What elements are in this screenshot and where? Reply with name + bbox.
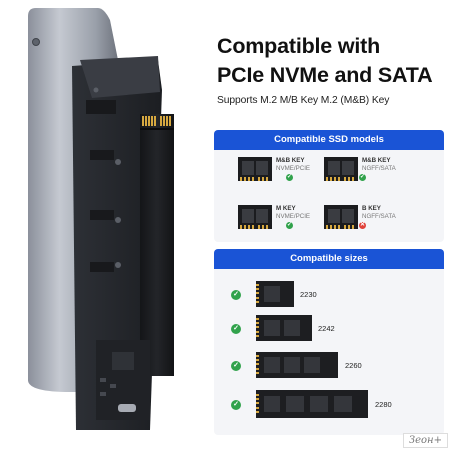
check-icon: ✓ [231,290,241,300]
compatible-sizes-title: Compatible sizes [214,249,444,269]
size-label: 2230 [300,290,317,299]
ssd-models-title: Compatible SSD models [214,130,444,150]
check-icon: ✓ [231,361,241,371]
ssd-model-card: M KEY NVME/PCIE [238,205,310,229]
check-icon: ✓ [286,222,293,229]
ssd-key: B KEY [362,205,381,212]
cross-icon: ✕ [359,222,366,229]
ssd-model-card: B KEY NGFF/SATA [324,205,396,229]
check-icon: ✓ [231,324,241,334]
check-icon: ✓ [359,174,366,181]
ssd-gold-pins [142,116,171,126]
ssd-key: M&B KEY [276,157,305,164]
ssd-chip-icon [324,205,358,229]
m2-ssd [140,114,174,376]
ssd-type: NVME/PCIE [276,212,311,220]
headline: Compatible with PCIe NVMe and SATA [217,32,445,90]
ssd-model-card: M&B KEY NVME/PCIE [238,157,310,181]
ssd-2230-icon [256,281,294,307]
size-label: 2260 [345,361,362,370]
ssd-chip-icon [238,205,272,229]
ssd-2260-icon [256,352,338,378]
ssd-chip-icon [238,157,272,181]
subheadline: Supports M.2 M/B Key M.2 (M&B) Key [217,95,390,106]
check-icon: ✓ [231,400,241,410]
ssd-2280-icon [256,390,368,418]
size-label: 2280 [375,400,392,409]
ssd-chip-icon [324,157,358,181]
headline-line2: PCIe NVMe and SATA [217,63,433,87]
ssd-enclosure-image [28,8,174,430]
usb-c-port [118,404,136,412]
ssd-type: NVME/PCIE [276,164,311,172]
ssd-2242-icon [256,315,312,341]
ssd-type: NGFF/SATA [362,164,396,172]
headline-line1: Compatible with [217,34,381,58]
check-icon: ✓ [286,174,293,181]
shell-screw [32,38,40,46]
ssd-type: NGFF/SATA [362,212,396,220]
size-label: 2242 [318,324,335,333]
ssd-model-card: M&B KEY NGFF/SATA [324,157,396,181]
ssd-key: M&B KEY [362,157,391,164]
ssd-key: M KEY [276,205,296,212]
watermark: Зеон+ [402,433,448,448]
